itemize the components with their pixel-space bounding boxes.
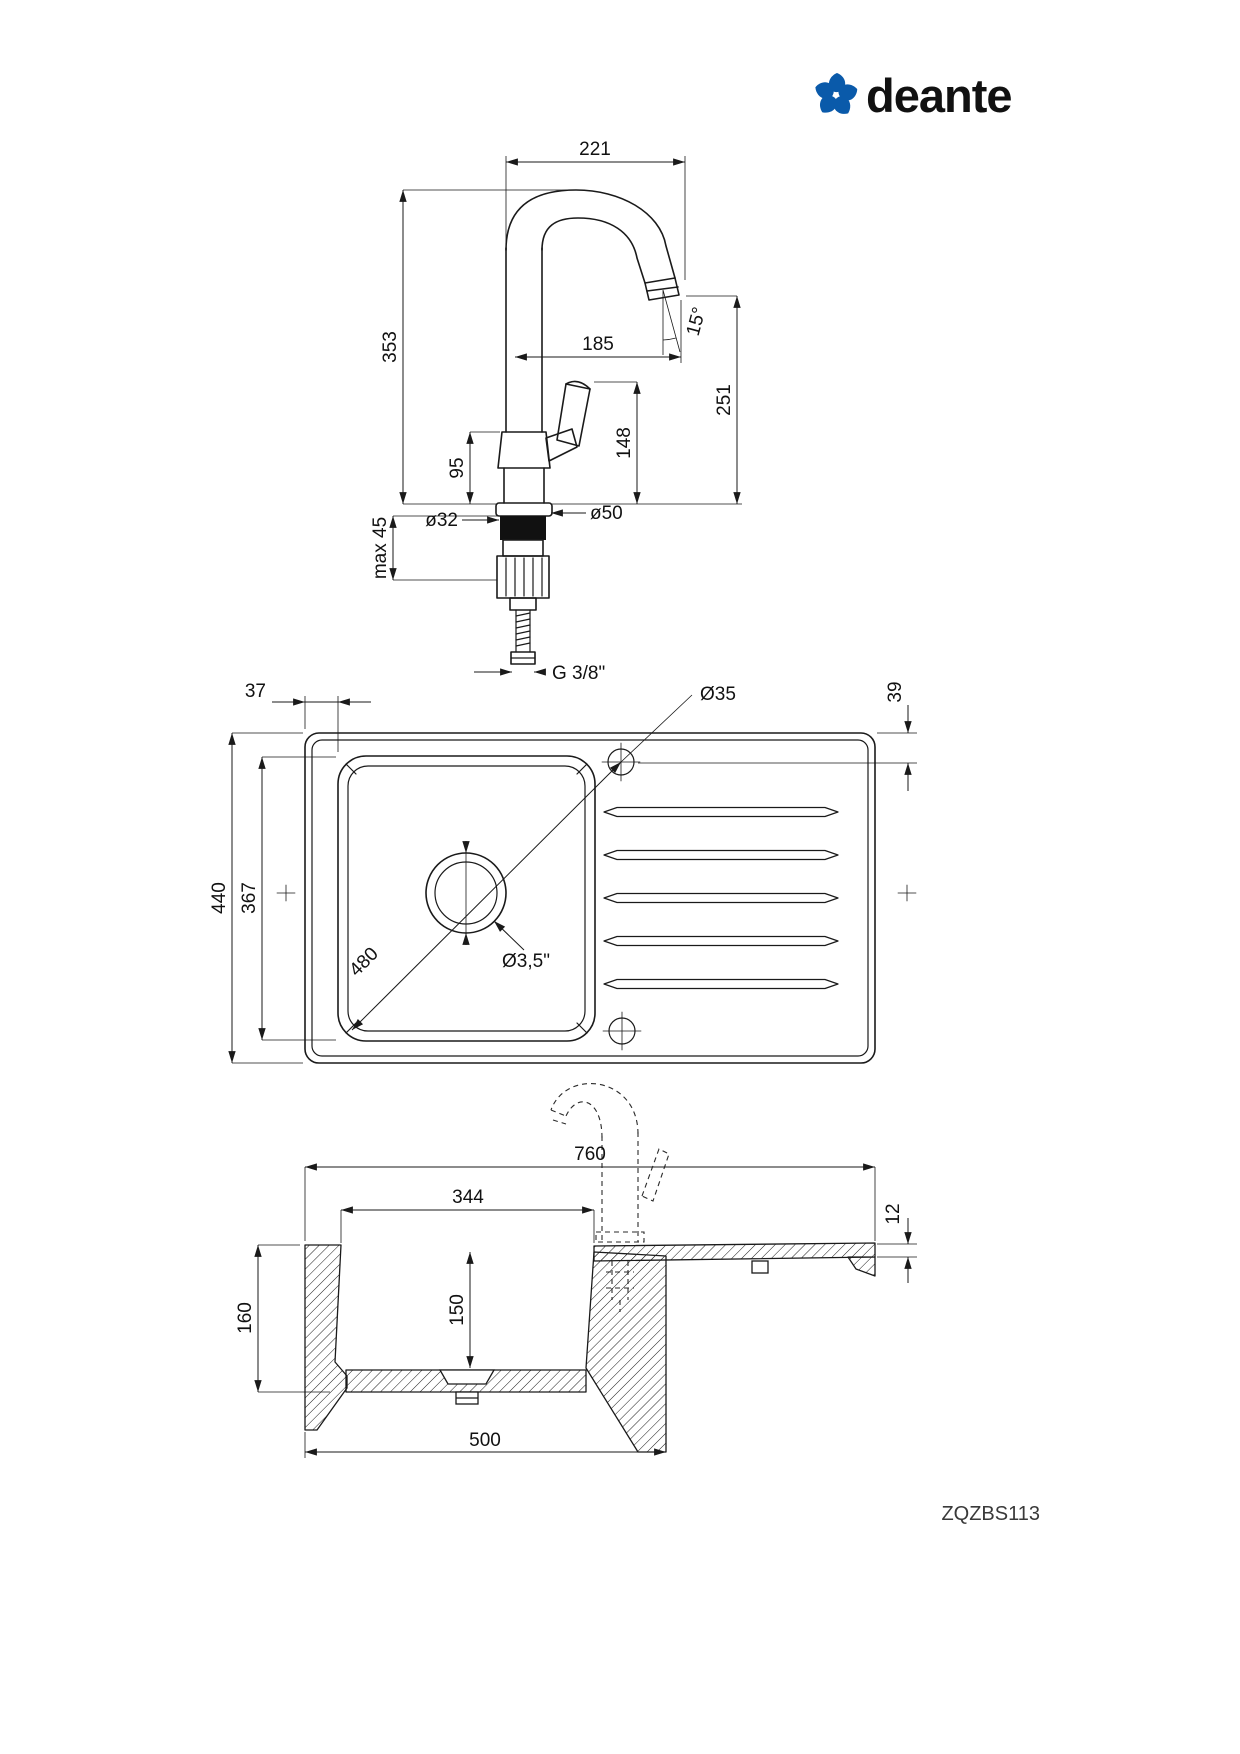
dim-drain-diameter: Ø3,5" — [502, 951, 550, 972]
dim-bowl-length: 344 — [452, 1187, 484, 1208]
faucet-dimension-labels: 221 353 185 15° 251 148 95 ø32 ø50 max 4… — [370, 139, 735, 684]
dim-depth-outer: 160 — [235, 1302, 256, 1334]
dim-total-height: 353 — [380, 331, 401, 363]
dim-base-width: 500 — [469, 1430, 501, 1451]
dim-rim-thickness: 12 — [883, 1203, 904, 1224]
sink-top-outline — [276, 732, 917, 1064]
dim-sink-length: 760 — [574, 1144, 606, 1165]
dim-bowl-inner-width: 367 — [239, 882, 260, 914]
faucet-front-view: 221 353 185 15° 251 148 95 ø32 ø50 max 4… — [370, 139, 742, 684]
dim-body-diameter: ø32 — [425, 510, 458, 531]
sink-section-view: 760 344 12 160 150 500 — [235, 1083, 917, 1458]
sink-top-dimension-lines — [228, 694, 917, 1064]
dim-edge-to-hole: 39 — [885, 681, 906, 702]
faucet-dimension-lines — [389, 156, 742, 676]
dim-rim-to-bowl: 37 — [245, 681, 266, 702]
product-code: ZQZBS113 — [941, 1503, 1040, 1525]
dim-connection-thread: G 3/8" — [552, 663, 605, 684]
dim-handle-height: 148 — [614, 427, 635, 459]
dim-depth-inner: 150 — [447, 1294, 468, 1326]
dim-tap-hole-diameter: Ø35 — [700, 684, 736, 705]
section-dimension-lines — [254, 1163, 917, 1458]
dim-outlet-height: 251 — [714, 384, 735, 416]
sink-top-view: 37 Ø35 39 440 367 480 Ø3,5" — [209, 681, 917, 1064]
dim-base-diameter: ø50 — [590, 503, 623, 524]
dim-body-height: 95 — [447, 457, 468, 478]
section-dimension-labels: 760 344 12 160 150 500 — [235, 1144, 904, 1451]
dim-sink-width: 440 — [209, 882, 230, 914]
deante-logo: deante — [815, 69, 1013, 122]
section-body — [304, 1242, 876, 1453]
sink-top-dimension-labels: 37 Ø35 39 440 367 480 Ø3,5" — [209, 681, 906, 981]
dim-max-mounting: max 45 — [370, 517, 391, 579]
dim-spout-width: 221 — [579, 139, 611, 160]
dim-spout-reach: 185 — [582, 334, 614, 355]
dim-spout-angle: 15° — [683, 305, 711, 338]
dim-bowl-diagonal: 480 — [345, 943, 382, 980]
deante-logo-icon — [815, 73, 858, 114]
faucet-outline — [495, 189, 680, 665]
brand-name: deante — [866, 69, 1012, 122]
